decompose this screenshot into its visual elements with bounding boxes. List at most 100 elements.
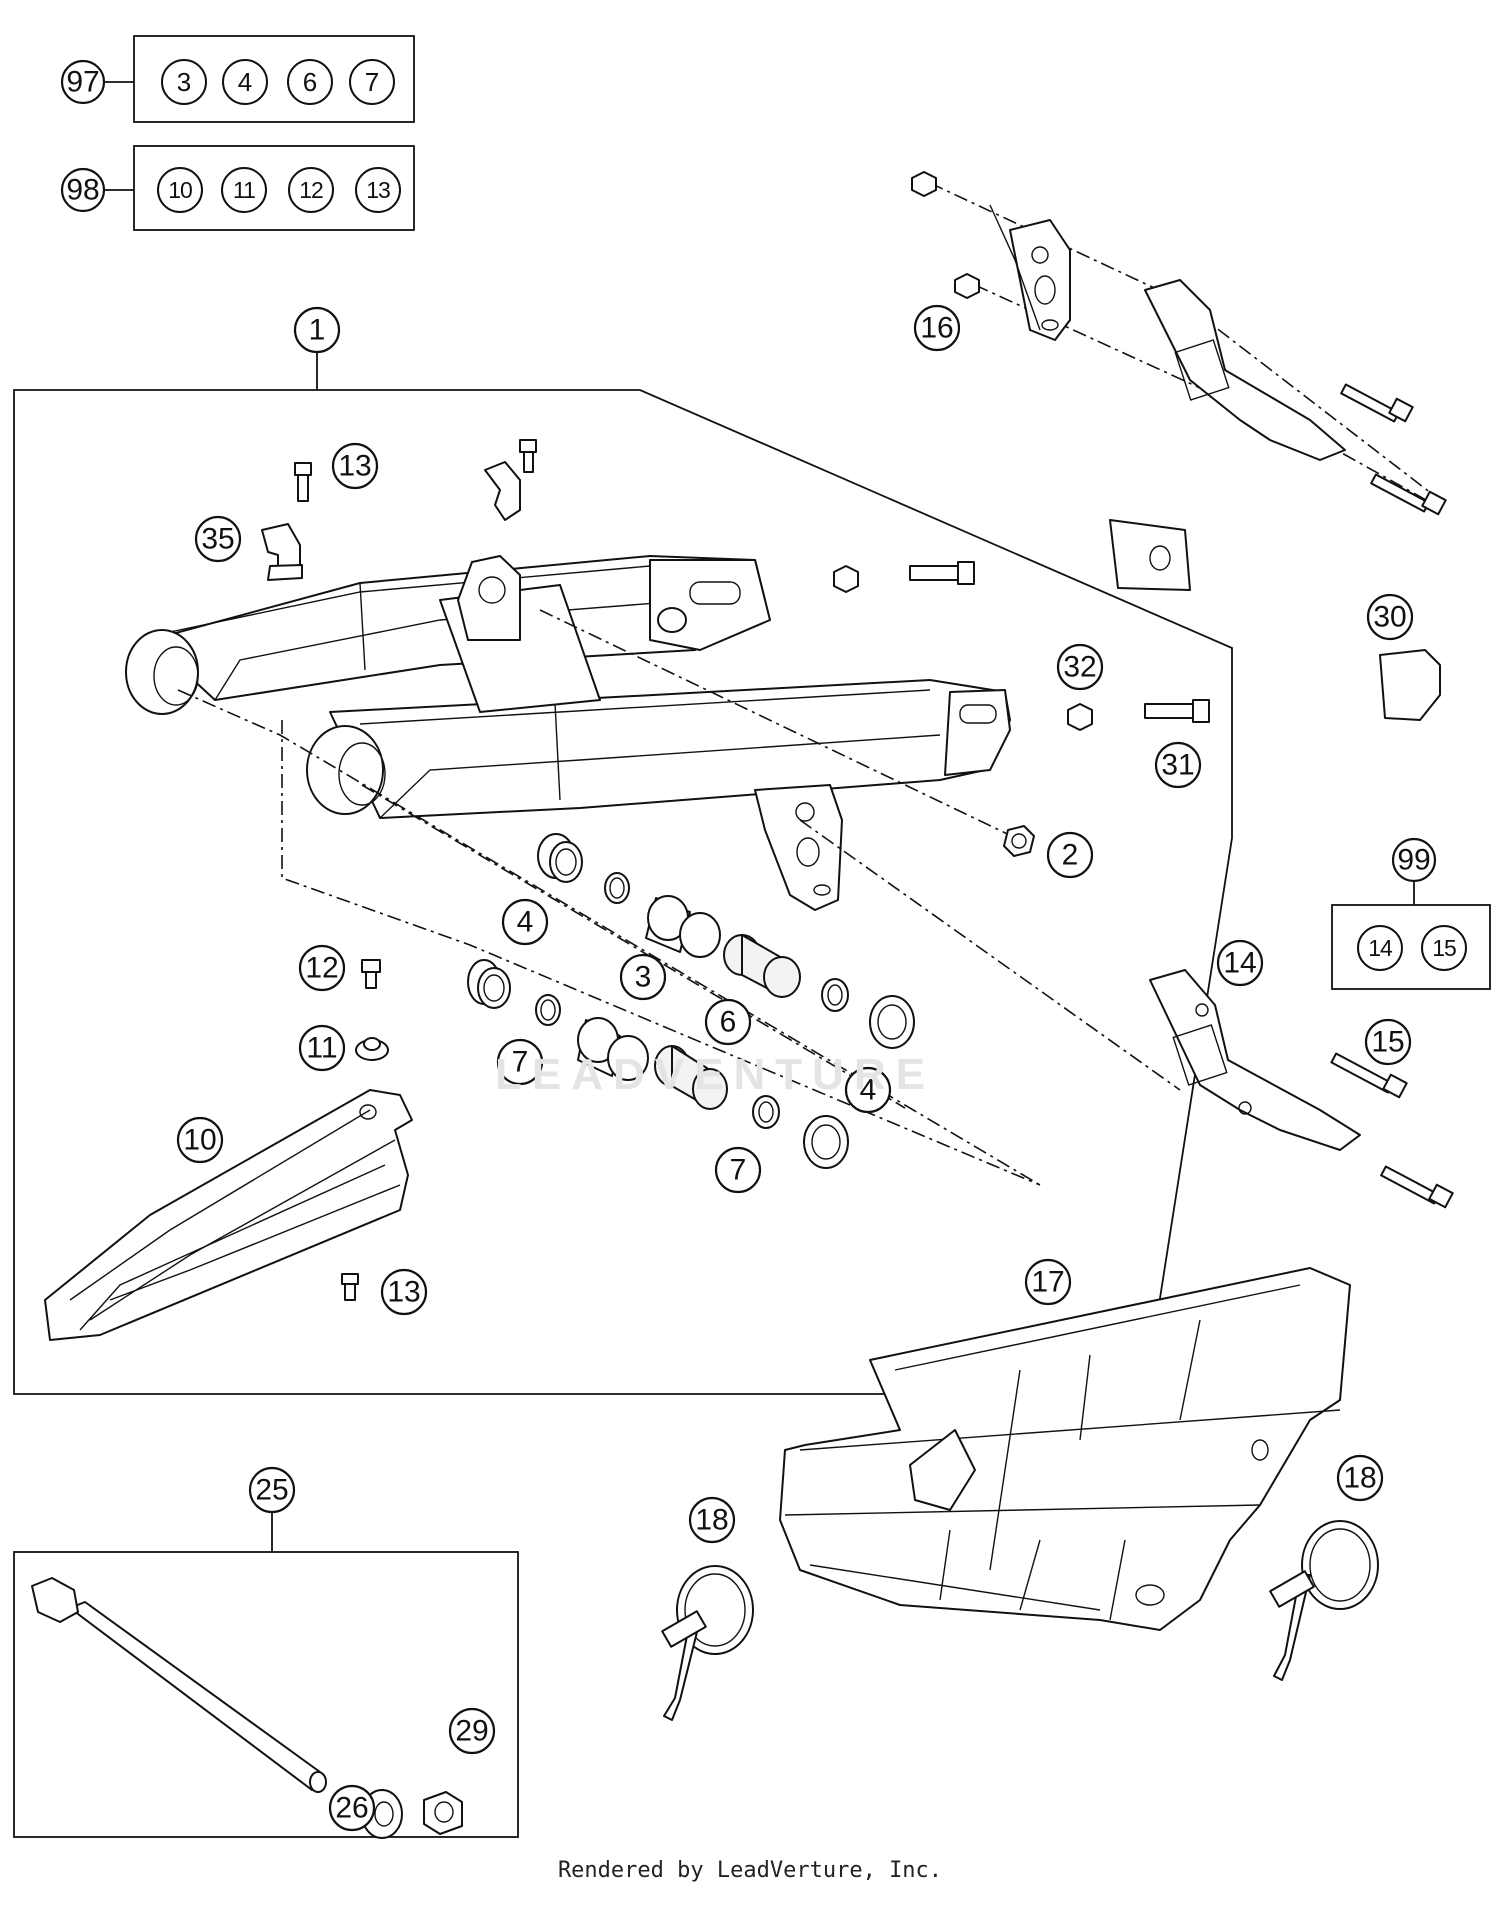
svg-text:10: 10 <box>168 177 192 203</box>
pad-30 <box>1379 649 1441 721</box>
upper-guide-assembly <box>911 171 1447 516</box>
callout-30: 30 <box>1366 593 1414 641</box>
screw-13-top <box>294 462 312 502</box>
bushing-upper <box>645 895 721 958</box>
bolt-31 <box>1144 699 1210 723</box>
chain-slider <box>44 1089 413 1341</box>
callout-29: 29 <box>448 1707 496 1755</box>
svg-text:11: 11 <box>233 177 255 203</box>
callout-11: 11 <box>298 1024 346 1072</box>
callout-26: 26 <box>328 1784 376 1832</box>
callout-4-lower: 4 <box>844 1066 892 1114</box>
callout-14: 14 <box>1216 939 1264 987</box>
svg-text:6: 6 <box>303 67 317 97</box>
svg-text:25: 25 <box>255 1474 288 1507</box>
svg-text:35: 35 <box>201 523 234 556</box>
svg-text:13: 13 <box>387 1276 420 1309</box>
clip-upper <box>484 439 537 521</box>
callout-13-top: 13 <box>331 442 379 490</box>
svg-text:11: 11 <box>306 1032 337 1065</box>
chain-guard <box>779 1267 1351 1631</box>
kit-99-item: 15 <box>1421 925 1467 971</box>
svg-text:14: 14 <box>1223 947 1256 980</box>
sleeve-lower <box>654 1045 728 1110</box>
kit-99-label: 99 <box>1391 837 1437 883</box>
kit-98-item: 13 <box>355 167 401 213</box>
svg-text:31: 31 <box>1161 749 1194 782</box>
kit-97-item: 6 <box>287 59 333 105</box>
bushing-lower <box>577 1017 649 1081</box>
kit-98-item: 11 <box>221 167 267 213</box>
svg-text:12: 12 <box>305 952 338 985</box>
chain-guide-14 <box>1149 969 1454 1209</box>
nut-32 <box>1067 703 1093 731</box>
callout-16: 16 <box>913 304 961 352</box>
callout-6: 6 <box>704 998 752 1046</box>
svg-text:29: 29 <box>455 1715 488 1748</box>
kit-97-item: 3 <box>161 59 207 105</box>
footer-credit: Rendered by LeadVerture, Inc. <box>557 1858 943 1883</box>
cable-tie-right <box>1269 1520 1379 1681</box>
callout-25: 25 <box>248 1466 296 1514</box>
seal-lower-right <box>803 1115 849 1169</box>
svg-text:18: 18 <box>1343 1462 1376 1495</box>
pivot-hardware <box>177 609 1181 1186</box>
svg-text:4: 4 <box>517 906 534 939</box>
kit-99-item: 14 <box>1357 925 1403 971</box>
kit-98: 98 10 11 12 13 <box>60 145 415 231</box>
kit-99: 99 14 15 <box>1331 837 1491 990</box>
sleeve-6 <box>723 934 801 998</box>
svg-text:7: 7 <box>512 1046 529 1079</box>
svg-text:99: 99 <box>1397 844 1430 877</box>
swingarm <box>125 555 1011 911</box>
kit-98-item: 12 <box>288 167 334 213</box>
callout-32: 32 <box>1056 643 1104 691</box>
svg-text:17: 17 <box>1031 1266 1064 1299</box>
callout-3: 3 <box>619 953 667 1001</box>
svg-text:3: 3 <box>177 67 191 97</box>
kit-97-item: 7 <box>349 59 395 105</box>
svg-text:13: 13 <box>366 177 390 203</box>
svg-text:16: 16 <box>920 312 953 345</box>
callout-12: 12 <box>298 944 346 992</box>
callout-7-right: 7 <box>714 1146 762 1194</box>
cable-tie-left <box>661 1565 754 1721</box>
svg-text:30: 30 <box>1373 601 1406 634</box>
kit-97-item: 4 <box>222 59 268 105</box>
collar-11 <box>355 1037 389 1061</box>
svg-text:6: 6 <box>720 1006 737 1039</box>
callout-2: 2 <box>1046 831 1094 879</box>
callout-7-lower: 7 <box>496 1038 544 1086</box>
axle-assembly-frame <box>13 1512 519 1838</box>
bolt-upper <box>909 561 975 585</box>
pad-upper <box>1109 519 1191 591</box>
callout-18-right: 18 <box>1336 1454 1384 1502</box>
kit-98-label: 98 <box>60 167 106 213</box>
watermark: LEADVENTURE <box>495 1050 936 1099</box>
svg-text:2: 2 <box>1062 839 1079 872</box>
callout-17: 17 <box>1024 1258 1072 1306</box>
kit-98-item: 10 <box>157 167 203 213</box>
screw-13-bottom <box>341 1273 359 1301</box>
svg-text:97: 97 <box>66 66 99 99</box>
nut-2 <box>1003 825 1035 857</box>
svg-text:13: 13 <box>338 450 371 483</box>
svg-text:26: 26 <box>335 1792 368 1825</box>
svg-text:10: 10 <box>183 1124 216 1157</box>
kit-97-label: 97 <box>60 59 106 105</box>
svg-text:98: 98 <box>66 174 99 207</box>
nut-29 <box>423 1791 463 1835</box>
callout-31: 31 <box>1154 741 1202 789</box>
nut-upper <box>833 565 859 593</box>
svg-text:15: 15 <box>1371 1026 1404 1059</box>
axle <box>31 1577 327 1793</box>
svg-text:14: 14 <box>1368 935 1393 961</box>
callout-18-left: 18 <box>688 1496 736 1544</box>
svg-text:7: 7 <box>730 1154 747 1187</box>
callout-13-bottom: 13 <box>380 1268 428 1316</box>
svg-text:4: 4 <box>238 67 252 97</box>
svg-text:3: 3 <box>635 961 652 994</box>
kit-97: 97 3 4 6 7 <box>60 35 415 123</box>
seal-upper <box>537 833 583 883</box>
clip-35 <box>261 523 303 581</box>
